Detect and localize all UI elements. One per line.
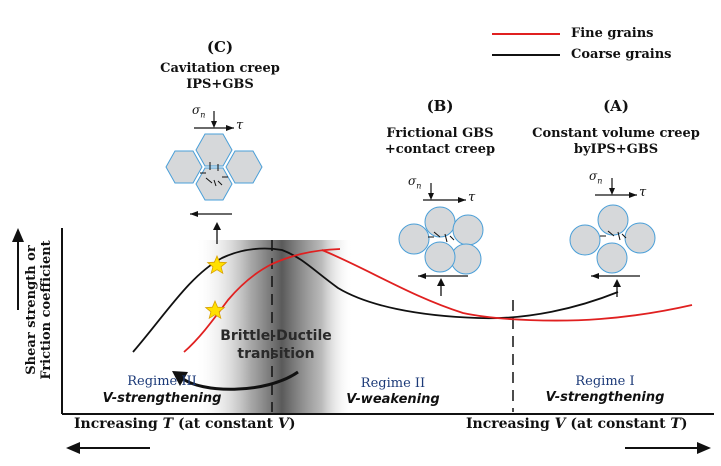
y-axis-label-line1: Shear strength or bbox=[24, 245, 39, 375]
left-x-arrow-head bbox=[66, 442, 80, 454]
panel-c-schematic bbox=[165, 111, 263, 217]
fine-grains-curve-right bbox=[321, 249, 693, 322]
panel-c-sigma: σn bbox=[192, 103, 206, 120]
regime-ii-name: Regime II bbox=[360, 376, 426, 391]
coarse-grains-curve bbox=[132, 247, 619, 353]
panel-a-up-arrow bbox=[613, 279, 621, 287]
panel-b-line2: +contact creep bbox=[384, 142, 496, 157]
panel-c-line1: Cavitation creep bbox=[160, 61, 280, 76]
panel-b-id: (B) bbox=[426, 97, 454, 115]
regime-iii-name: Regime III bbox=[127, 374, 197, 389]
transition-curved-arrow bbox=[181, 370, 299, 391]
panel-c-up-arrow bbox=[213, 222, 221, 230]
panel-a-id: (A) bbox=[603, 97, 629, 115]
legend-coarse-label: Coarse grains bbox=[571, 47, 672, 62]
panel-a-sigma: σn bbox=[589, 169, 603, 186]
panel-c-id: (C) bbox=[206, 38, 234, 56]
legend-fine-label: Fine grains bbox=[571, 26, 654, 41]
y-axis-label-line2: Friction coefficient bbox=[39, 240, 54, 380]
regime-ii-v: V-weakening bbox=[346, 392, 440, 407]
star-marker-fine bbox=[204, 299, 226, 320]
y-axis-label: Shear strength or Friction coefficient bbox=[24, 230, 56, 390]
right-x-arrow-head bbox=[697, 442, 711, 454]
y-arrow-head bbox=[12, 228, 24, 242]
x-axis-left-label: Increasing T (at constant V) bbox=[74, 416, 296, 432]
star-marker-coarse bbox=[206, 254, 228, 275]
transition-curved-arrow-head bbox=[172, 371, 188, 386]
transition-label-line2: transition bbox=[237, 346, 315, 362]
panel-c-tau: τ bbox=[236, 118, 244, 133]
regime-i-v: V-strengthening bbox=[545, 390, 665, 405]
regime-iii-v: V-strengthening bbox=[102, 391, 222, 406]
panel-b-tau: τ bbox=[468, 190, 476, 205]
panel-b-line1: Frictional GBS bbox=[386, 126, 494, 141]
panel-a-tau: τ bbox=[639, 185, 647, 200]
panel-b-schematic bbox=[398, 183, 484, 279]
panel-b-up-arrow bbox=[437, 278, 445, 286]
panel-a-line2: byIPS+GBS bbox=[573, 142, 659, 157]
x-axis-right-label: Increasing V (at constant T) bbox=[466, 416, 688, 432]
transition-label-line1: Brittle-Ductile bbox=[220, 328, 332, 344]
panel-b-sigma: σn bbox=[408, 174, 422, 191]
panel-a-line1: Constant volume creep bbox=[532, 126, 700, 141]
panel-c-line2: IPS+GBS bbox=[186, 77, 254, 92]
regime-i-name: Regime I bbox=[575, 374, 635, 389]
panel-a-schematic bbox=[569, 178, 656, 279]
fine-grains-curve-left bbox=[183, 248, 341, 353]
